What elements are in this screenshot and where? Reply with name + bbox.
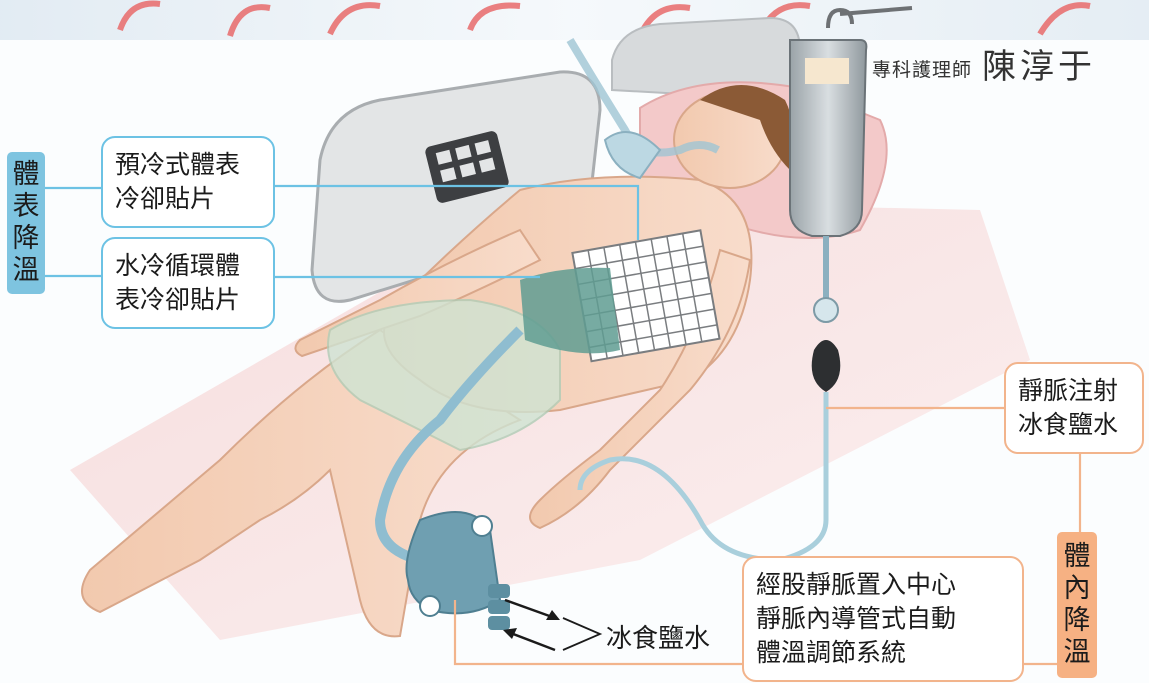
leader-catheter-system (453, 600, 742, 666)
label-iv-cold-saline: 靜脈注射 冰食鹽水 (1004, 362, 1144, 454)
surface-tag-char: 降 (12, 223, 40, 254)
label-line: 冷卻貼片 (115, 184, 216, 213)
internal-tag-char: 體 (1063, 541, 1091, 572)
saline-callout-lines (562, 617, 603, 651)
label-line: 水冷循環體 (115, 251, 241, 280)
label-cold-saline: 冰食鹽水 (606, 624, 711, 654)
header-title-fragment (117, 0, 1091, 38)
surface-cooling-tag: 體 表 降 溫 (7, 152, 45, 294)
oxygen-mask (603, 131, 662, 180)
surface-tag-char: 體 (12, 159, 40, 190)
catheter-ports (488, 584, 510, 630)
iv-drip-chamber (813, 297, 839, 323)
author-name: 陳淳于 (982, 47, 1097, 87)
saline-arrow-out (507, 630, 556, 652)
label-line: 表冷卻貼片 (115, 285, 241, 314)
label-line: 靜脈內導管式自動 (756, 604, 957, 633)
surface-tag-char: 表 (12, 191, 40, 222)
header-band (0, 0, 1149, 40)
internal-tag-char: 降 (1063, 605, 1091, 636)
internal-tag-char: 內 (1063, 573, 1091, 604)
label-line: 靜脈注射 (1018, 376, 1119, 405)
patient-right-arm (529, 248, 752, 530)
saline-arrow-in (504, 598, 556, 620)
iv-hook (826, 6, 913, 29)
author-role: 專科護理師 (872, 59, 973, 81)
femoral-catheter-tube (374, 326, 524, 565)
label-line: 冰食鹽水 (1018, 410, 1119, 439)
internal-tag-char: 溫 (1063, 637, 1091, 668)
patient-hair (700, 85, 794, 170)
surface-tag-char: 溫 (12, 255, 40, 286)
leader-precooled-pad (275, 184, 640, 240)
iv-bag (789, 39, 868, 237)
label-line: 體溫調節系統 (756, 638, 907, 667)
patient-shorts (327, 298, 561, 452)
iv-bag-label (805, 58, 849, 84)
iv-pressure-bulb (811, 340, 841, 392)
iv-tube-to-arm (577, 392, 829, 563)
water-circulating-pad (520, 267, 620, 354)
label-precooled-pad: 預冷式體表 冷卻貼片 (101, 136, 275, 228)
bed-mattress (70, 200, 1030, 640)
label-catheter-system: 經股靜脈置入中心 靜脈內導管式自動 體溫調節系統 (742, 556, 1024, 682)
label-line: 經股靜脈置入中心 (756, 570, 957, 599)
label-line: 預冷式體表 (115, 150, 241, 179)
author-credit: 專科護理師 陳淳于 (872, 40, 1149, 88)
label-water-circulating-pad: 水冷循環體 表冷卻貼片 (101, 237, 275, 329)
internal-cooling-tag: 體 內 降 溫 (1057, 532, 1097, 678)
